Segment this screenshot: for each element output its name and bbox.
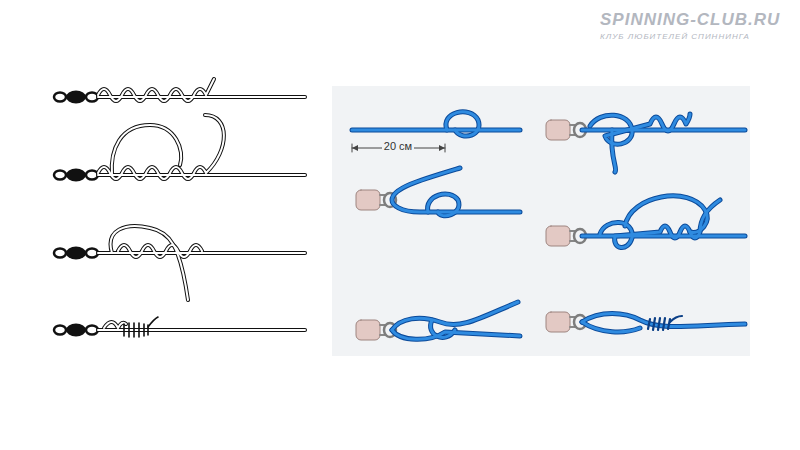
- watermark: SPINNING-CLUB.RU: [600, 10, 780, 30]
- dimension-label: 20 см: [382, 140, 414, 152]
- watermark-subtitle: КЛУБ ЛЮБИТЕЛЕЙ СПИННИНГА: [600, 32, 750, 41]
